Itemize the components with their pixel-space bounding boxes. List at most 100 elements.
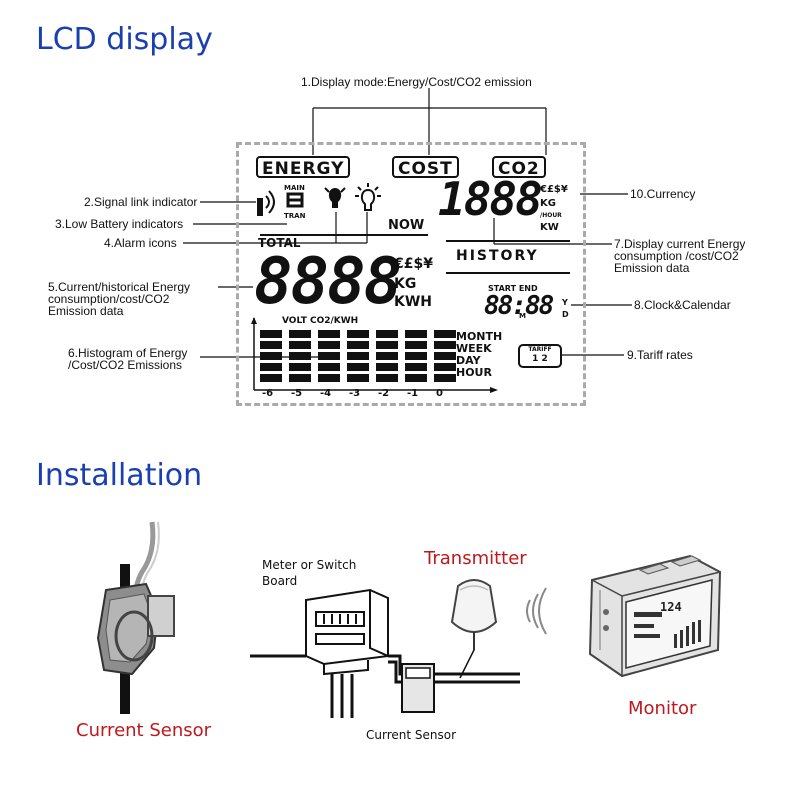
histogram-segment: [376, 363, 398, 371]
callout-current-data-1: 5.Current/historical Energy: [48, 280, 191, 294]
histogram-segment: [376, 341, 398, 349]
histogram-segment: [347, 352, 369, 360]
callout-currency: 10.Currency: [630, 187, 696, 201]
transmitter-illustration: [450, 579, 498, 650]
histogram-segment: [405, 352, 427, 360]
histogram-segment: [260, 352, 282, 360]
histogram-segment: [405, 374, 427, 382]
histogram-segment: [318, 352, 340, 360]
meter-wiring-illustration: [250, 588, 520, 718]
period-week: WEEK: [456, 342, 492, 355]
clock-digits: 88:88: [484, 291, 554, 321]
meter-board-label-2: Board: [262, 574, 298, 588]
callout-clock-calendar: 8.Clock&Calendar: [634, 298, 731, 312]
histogram-segment: [434, 330, 456, 338]
big-unit-kwh: KWH: [394, 294, 433, 310]
histogram-axis-tick: -2: [378, 388, 390, 399]
callout-display-mode: 1.Display mode:Energy/Cost/CO2 emission: [301, 75, 532, 89]
histogram-segment: [289, 341, 311, 349]
histogram-segment: [347, 341, 369, 349]
current-sensor-left-label: Current Sensor: [76, 720, 212, 741]
histogram-segment: [318, 341, 340, 349]
callout-current-data-3: Emission data: [48, 304, 124, 318]
lcd-section-title: LCD display: [36, 22, 213, 57]
callout-display-current-2: consumption /cost/CO2: [614, 249, 739, 263]
callout-current-data-2: consumption/cost/CO2: [48, 292, 170, 306]
big-currency-symbols: €£$¥: [394, 256, 433, 272]
histogram-segment: [434, 363, 456, 371]
mode-energy: ENERGY: [256, 156, 351, 179]
histogram-segment: [434, 341, 456, 349]
histogram-segment: [405, 330, 427, 338]
alarm-bulb-on-icon: [355, 183, 381, 211]
installation-section-title: Installation: [36, 458, 203, 493]
histogram-segment: [289, 330, 311, 338]
current-sensor-bottom-label: Current Sensor: [366, 728, 457, 742]
histogram-segment: [405, 341, 427, 349]
histogram-segment: [318, 363, 340, 371]
histogram-axis-tick: -3: [349, 388, 361, 399]
history-bottom-rule: [446, 272, 570, 274]
histogram-segment: [434, 374, 456, 382]
histogram: [251, 317, 498, 393]
histogram-segment: [289, 352, 311, 360]
small-unit-per-hour: /HOUR: [540, 212, 562, 219]
period-day: DAY: [456, 354, 481, 367]
tariff-label: TARIFF: [528, 346, 552, 353]
histogram-segment: [260, 341, 282, 349]
monitor-label: Monitor: [628, 698, 697, 719]
tran-label: TRAN: [284, 212, 306, 220]
monitor-screen-readout: 124: [660, 600, 682, 614]
now-label: NOW: [388, 218, 425, 233]
histogram-segment: [289, 363, 311, 371]
mode-co2: CO2: [492, 156, 546, 179]
start-end-label: START END: [488, 284, 538, 293]
histogram-axis-tick: -5: [291, 388, 303, 399]
histogram-segment: [347, 374, 369, 382]
callout-tariff-rates: 9.Tariff rates: [627, 348, 693, 362]
histogram-segment: [318, 374, 340, 382]
small-currency-symbols: €£$¥: [540, 184, 568, 195]
callout-low-battery: 3.Low Battery indicators: [55, 217, 184, 231]
history-top-rule: [446, 240, 570, 242]
histogram-segment: [260, 374, 282, 382]
period-hour: HOUR: [456, 366, 492, 379]
callout-display-current-1: 7.Display current Energy: [614, 237, 746, 251]
transmitter-label: Transmitter: [424, 548, 527, 569]
histogram-axis-tick: 0: [436, 388, 443, 399]
lcd-panel: [236, 142, 586, 406]
histogram-segment: [405, 363, 427, 371]
current-sensor-clamp-illustration: [96, 521, 175, 714]
histogram-segment: [376, 330, 398, 338]
clock-year-marker: Y: [562, 298, 568, 307]
battery-icon: [286, 192, 304, 208]
histogram-axis-tick: -6: [262, 388, 274, 399]
big-unit-kg: KG: [394, 276, 417, 292]
main-label: MAIN: [284, 184, 305, 192]
histogram-segment: [260, 363, 282, 371]
callout-alarm-icons: 4.Alarm icons: [104, 236, 177, 250]
meter-board-label-1: Meter or Switch: [262, 558, 357, 572]
total-rule: [260, 234, 428, 236]
callout-signal-link: 2.Signal link indicator: [84, 195, 198, 209]
total-value-digits: 8888: [254, 245, 402, 319]
alarm-bulb-off-icon: [324, 187, 346, 208]
history-label: HISTORY: [456, 248, 539, 264]
wireless-signal-icon: [526, 587, 547, 635]
monitor-illustration: [588, 554, 722, 678]
histogram-segment: [347, 363, 369, 371]
mode-cost: COST: [392, 156, 459, 179]
callout-histogram-2: /Cost/CO2 Emissions: [68, 358, 183, 372]
histogram-segment: [434, 352, 456, 360]
period-month: MONTH: [456, 330, 503, 343]
small-unit-kg: KG: [540, 198, 556, 209]
tariff-box: TARIFF 1 2: [518, 344, 562, 368]
clock-day-marker: D: [562, 310, 569, 319]
total-label: TOTAL: [258, 236, 301, 250]
histogram-segment: [376, 352, 398, 360]
volt-co2-label: VOLT CO2/KWH: [282, 316, 359, 326]
tariff-values: 1 2: [532, 354, 548, 364]
callout-histogram-1: 6.Histogram of Energy: [68, 346, 188, 360]
signal-link-icon: [257, 190, 275, 216]
current-value-digits: 1888: [438, 172, 543, 226]
